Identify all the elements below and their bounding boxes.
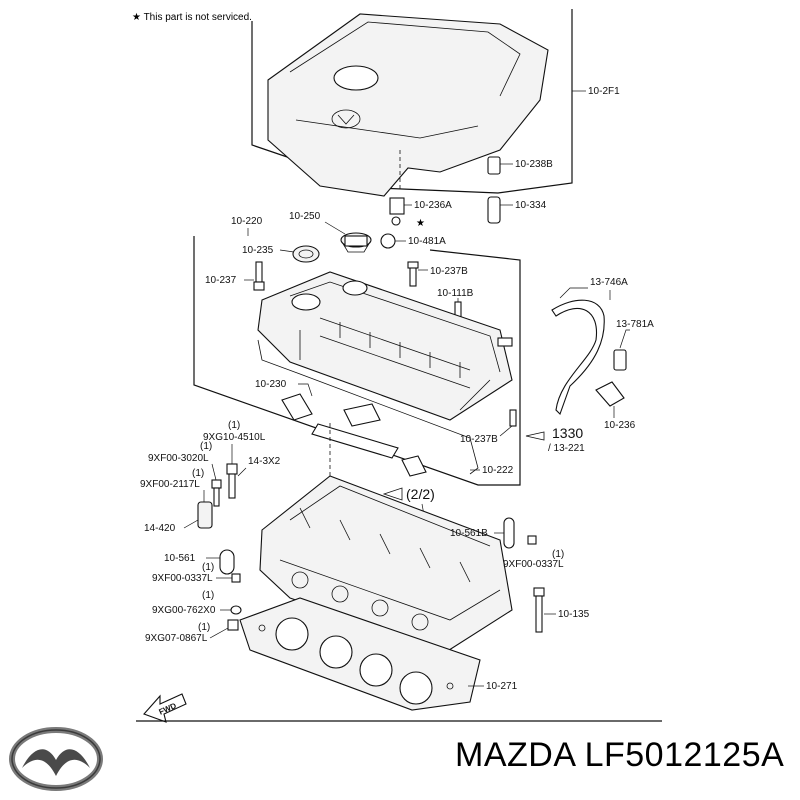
label-13-746A: 13-746A [590, 277, 628, 288]
label-9XG07-0867L-qty: (1) [198, 622, 210, 633]
bracket-10-561 [219, 549, 235, 575]
label-10-237B-bottom: 10-237B [460, 434, 498, 445]
bolt-9XF00-0337L-left [231, 573, 241, 583]
pin-10-334 [487, 196, 501, 224]
head-cover-gasket [257, 339, 479, 477]
head-cover-group-frame [193, 236, 521, 486]
label-14-420: 14-420 [144, 523, 176, 534]
label-10-237: 10-237 [205, 275, 237, 286]
label-10-135: 10-135 [558, 609, 590, 620]
label-9XG00-762X0-qty: (1) [202, 590, 214, 601]
mazda-logo [9, 727, 103, 791]
label-10-230: 10-230 [255, 379, 287, 390]
label-9XF00-0337L-right: 9XF00-0337L [503, 559, 564, 570]
cover-group-frame [251, 9, 573, 194]
grommet-10-238B [487, 156, 501, 175]
washer-9XG00-762X0 [230, 605, 242, 615]
label-10-481A: 10-481A [408, 236, 446, 247]
engine-cover [267, 13, 549, 197]
bolt-9XG10-4510L [226, 463, 238, 499]
bolt-10-135 [533, 587, 545, 633]
head-gasket [239, 597, 481, 711]
label-10-250: 10-250 [289, 211, 321, 222]
label-9XG07-0867L: 9XG07-0867L [145, 633, 208, 644]
label-9XF00-0337L-right-qty: (1) [552, 549, 564, 560]
label-1330: 1330 [552, 425, 583, 441]
part-number-title: MAZDA LF5012125A [455, 736, 785, 774]
pcv-valve-13-781A [613, 349, 627, 371]
label-9XF00-2117L-qty: (1) [192, 468, 204, 479]
label-9XF00-3020L: 9XF00-3020L [148, 453, 209, 464]
label-9XG00-762X0: 9XG00-762X0 [152, 605, 216, 616]
not-serviced-note: ★ This part is not serviced. [132, 12, 252, 23]
bolt-10-237B-top [407, 261, 419, 287]
plug-9XG07-0867L [227, 619, 239, 631]
sensor-14-420 [197, 501, 213, 529]
clip-10-236 [595, 381, 625, 407]
label-10-237B-top: 10-237B [430, 266, 468, 277]
star-marker: ★ [416, 218, 425, 229]
brand-footer: MAZDA LF5012125A [0, 714, 800, 800]
label-10-220: 10-220 [231, 216, 263, 227]
bolt-9XF00-0337L-right [527, 535, 537, 545]
label-9XF00-3020L-qty: (1) [200, 441, 212, 452]
label-9XF00-0337L-left: 9XF00-0337L [152, 573, 213, 584]
label-10-238B: 10-238B [515, 159, 553, 170]
label-10-271: 10-271 [486, 681, 518, 692]
label-10-561B: 10-561B [450, 528, 488, 539]
label-13-781A: 13-781A [616, 319, 654, 330]
bolt-10-237 [253, 261, 265, 291]
plug-10-481A [380, 233, 396, 249]
cylinder-head-cover [257, 271, 513, 421]
label-2-2: (2/2) [406, 486, 435, 502]
label-10-236: 10-236 [604, 420, 636, 431]
bracket-10-561B [503, 517, 515, 549]
label-10-561: 10-561 [164, 553, 196, 564]
label-9XF00-2117L: 9XF00-2117L [140, 479, 200, 490]
bolt-10-237B-bottom [509, 409, 517, 427]
label-9XG10-4510L-qty: (1) [228, 420, 240, 431]
label-14-3X2: 14-3X2 [248, 456, 281, 467]
label-10-111B: 10-111B [437, 288, 474, 299]
oil-filler-cap [340, 232, 372, 253]
label-9XF00-0337L-left-qty: (1) [202, 562, 214, 573]
label-10-236A: 10-236A [414, 200, 452, 211]
reference-arrow [382, 487, 403, 501]
label-10-235: 10-235 [242, 245, 274, 256]
label-13-221: / 13-221 [548, 443, 585, 454]
bolt-9XF00-3020L [211, 479, 222, 507]
bracket-10-236A [389, 197, 405, 226]
pcv-hose-13-746A [551, 299, 605, 416]
label-9XG10-4510L: 9XG10-4510L [203, 432, 266, 443]
label-10-2F1: 10-2F1 [588, 86, 620, 97]
label-10-222: 10-222 [482, 465, 514, 476]
label-10-334: 10-334 [515, 200, 547, 211]
seal-10-235 [292, 245, 320, 263]
